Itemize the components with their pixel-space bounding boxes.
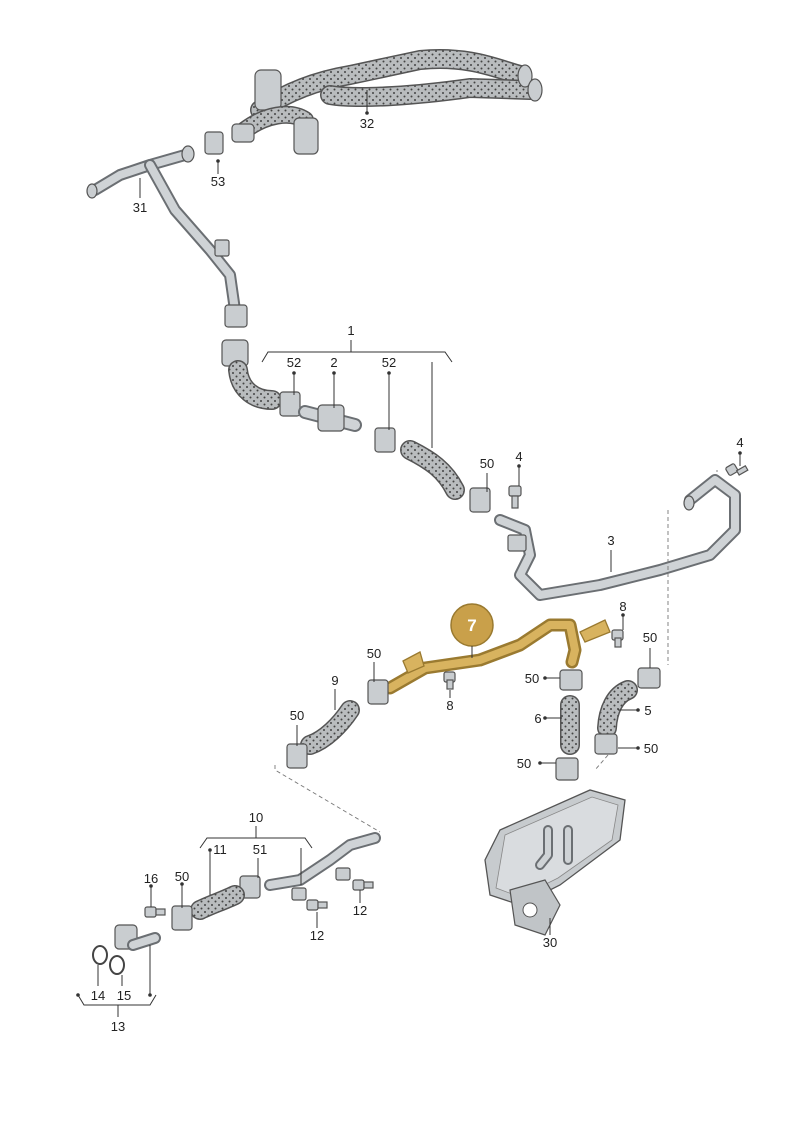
label-50-lower-left: 50 <box>290 708 304 723</box>
label-52-right: 52 <box>382 355 396 370</box>
label-1: 1 <box>347 323 354 338</box>
label-53: 53 <box>211 174 225 189</box>
label-50-mid-left: 50 <box>367 646 381 661</box>
hose-9 <box>286 679 389 769</box>
label-13: 13 <box>111 1019 125 1034</box>
connection-piece-13 <box>114 924 161 951</box>
label-52-left: 52 <box>287 355 301 370</box>
label-15: 15 <box>117 988 131 1003</box>
hose-clamp-53 <box>204 131 224 155</box>
label-32: 32 <box>360 116 374 131</box>
heater-hose-assembly <box>231 49 543 155</box>
label-3: 3 <box>607 533 614 548</box>
bolt-12-right <box>352 879 374 891</box>
label-50-right-top: 50 <box>643 630 657 645</box>
hose-5 <box>594 667 661 755</box>
bracket-13 <box>77 994 157 1017</box>
bolt-4-middle <box>508 485 522 509</box>
o-ring-15 <box>109 955 125 975</box>
part-7-callout-label: 7 <box>467 616 476 635</box>
hose-with-valve-assembly <box>221 339 491 513</box>
bracket-10 <box>199 826 313 849</box>
assembly-dash-lines <box>274 470 718 833</box>
label-10: 10 <box>249 810 263 825</box>
bolt-12-lower <box>306 899 328 911</box>
label-50-hose6-bottom: 50 <box>517 756 531 771</box>
label-50-upper: 50 <box>480 456 494 471</box>
label-14: 14 <box>91 988 105 1003</box>
label-8-left: 8 <box>446 698 453 713</box>
label-50-hose5-bottom: 50 <box>644 741 658 756</box>
label-16: 16 <box>144 871 158 886</box>
label-12-lower: 12 <box>310 928 324 943</box>
label-50-bottom: 50 <box>175 869 189 884</box>
o-ring-14 <box>92 945 108 965</box>
label-31: 31 <box>133 200 147 215</box>
label-12-right: 12 <box>353 903 367 918</box>
hose-6 <box>555 669 583 781</box>
label-30: 30 <box>543 935 557 950</box>
label-6: 6 <box>534 711 541 726</box>
bolt-8-left <box>443 671 456 690</box>
oil-cooler-30 <box>484 789 626 936</box>
label-4-middle: 4 <box>515 449 522 464</box>
bolt-16 <box>144 906 166 918</box>
bracket-1 <box>261 340 453 363</box>
label-51: 51 <box>253 842 267 857</box>
leader-lines <box>97 90 741 995</box>
coolant-pipe-7-highlighted: 7 <box>383 603 611 695</box>
coolant-pipe-31 <box>86 145 248 328</box>
label-50-hose6-top: 50 <box>525 671 539 686</box>
label-2: 2 <box>330 355 337 370</box>
label-4-right: 4 <box>736 435 743 450</box>
label-5: 5 <box>644 703 651 718</box>
bolt-8-right <box>611 629 624 648</box>
label-9: 9 <box>331 673 338 688</box>
bolt-4-right <box>725 463 749 476</box>
label-11: 11 <box>213 842 227 857</box>
leader-dots <box>76 111 742 997</box>
label-8-right: 8 <box>619 599 626 614</box>
hose-11 <box>171 885 245 931</box>
part-labels: 32 53 31 1 52 2 52 50 4 4 3 8 50 50 9 8 … <box>91 116 744 1034</box>
coolant-pipe-3 <box>494 474 741 601</box>
